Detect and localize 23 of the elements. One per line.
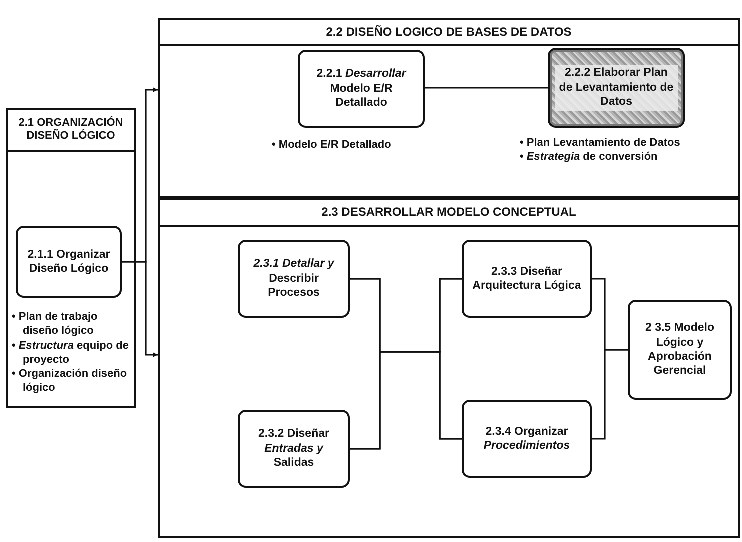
connector: [592, 349, 628, 440]
task-box: 2.3.1 Detallar y Describir Procesos: [238, 240, 350, 318]
task-box: 2.1.1 Organizar Diseño Lógico: [16, 226, 122, 298]
task-box: 2.2.1 Desarrollar Modelo E/R Detallado: [298, 50, 425, 128]
deliverable-item: • Plan Levantamiento de Datos: [520, 136, 682, 150]
deliverable-item: • Estructura equipo de proyecto: [12, 338, 130, 368]
deliverable-item: • Estrategia de conversión: [520, 150, 659, 165]
phase-panel: [6, 108, 136, 408]
shaded-task-box: 2.2.2 Elaborar Plan de Levantamiento de Datos: [548, 48, 685, 128]
deliverable-item: • Organización diseño lógico: [12, 367, 128, 396]
task-box: 2.3.2 Diseñar Entradas y Salidas: [238, 410, 350, 488]
connector: [425, 87, 548, 89]
deliverable-item: • Modelo E/R Detallado: [272, 138, 392, 152]
task-box: 2.3.4 Organizar Procedimientos: [462, 400, 592, 478]
phase-panel: [158, 18, 740, 198]
phase-panel: [158, 198, 740, 538]
connector: [350, 351, 462, 450]
panel-heading: 2.1 ORGANIZACIÓN DISEÑO LÓGICO: [8, 110, 134, 152]
task-box: 2 3.5 Modelo Lógico y Aprobación Gerencial: [628, 300, 732, 400]
connector: [122, 261, 158, 358]
panel-heading: 2.3 DESARROLLAR MODELO CONCEPTUAL: [160, 200, 738, 227]
panel-heading: 2.2 DISEÑO LOGICO DE BASES DE DATOS: [160, 20, 738, 46]
task-box: 2.3.3 Diseñar Arquitectura Lógica: [462, 240, 592, 318]
